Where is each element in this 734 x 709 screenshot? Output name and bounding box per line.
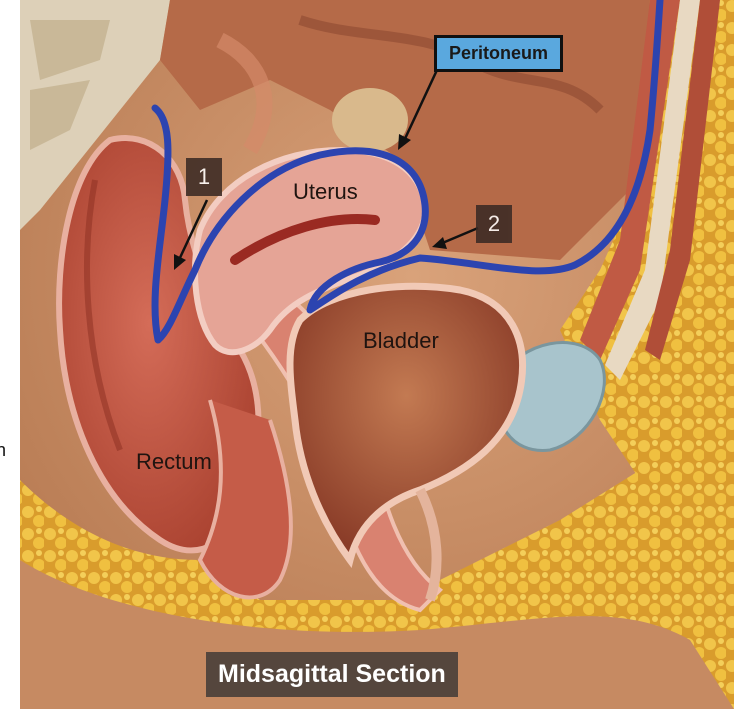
- peritoneum-callout: Peritoneum: [434, 35, 563, 72]
- marker-1-badge: 1: [186, 158, 222, 196]
- rectum-label: Rectum: [136, 451, 212, 473]
- marker-2-badge: 2: [476, 205, 512, 243]
- bladder-label: Bladder: [363, 330, 439, 352]
- ovary: [332, 88, 408, 152]
- figure-caption: Midsagittal Section: [206, 652, 458, 697]
- left-edge-text-fragment: n: [0, 440, 6, 461]
- uterus-label: Uterus: [293, 181, 358, 203]
